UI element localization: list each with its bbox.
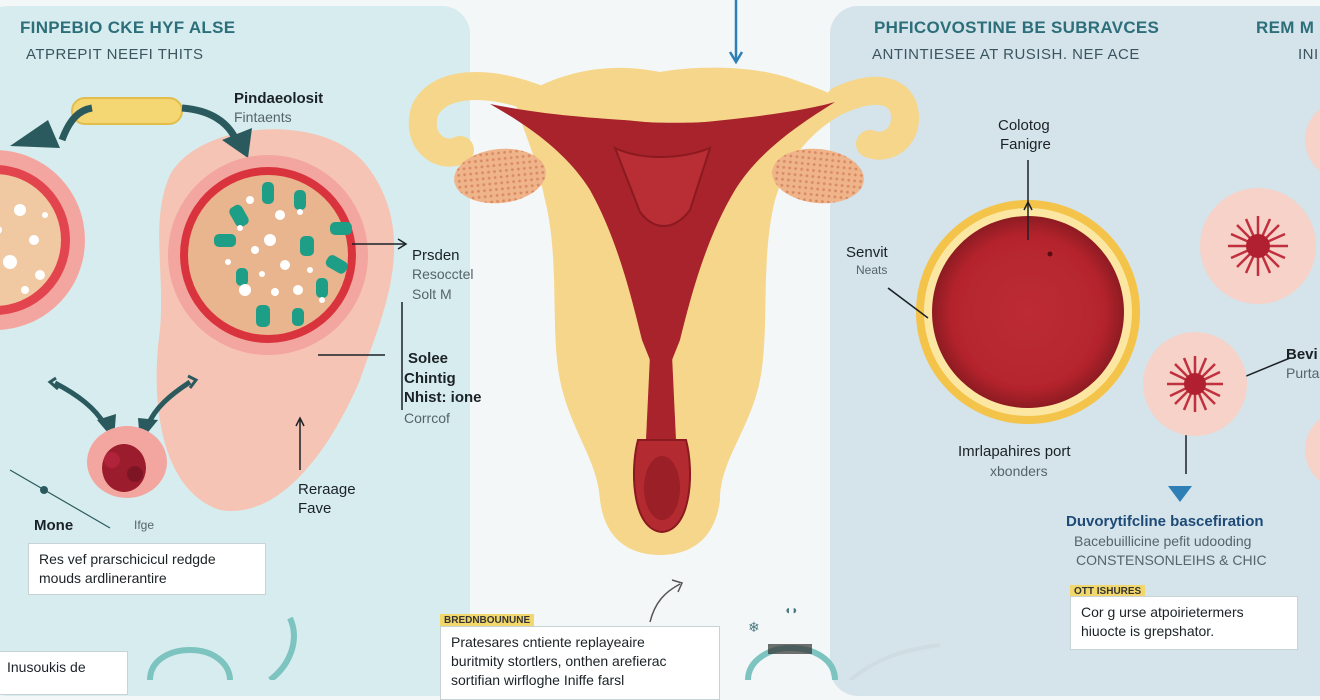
left-note-box: Res vef prarschicicul redgde mouds ardli…: [28, 543, 266, 595]
label-fintaents: Fintaents: [234, 109, 292, 125]
label-solee: Solee: [408, 350, 449, 367]
label-solt-m: Solt M: [412, 286, 452, 302]
curved-arrow-icon-2: [181, 104, 240, 142]
cell-partial-1: [1305, 108, 1320, 172]
label-ifge: Ifge: [134, 518, 155, 532]
label-corrcof: Corrcof: [404, 410, 450, 426]
label-reraage: Reraage: [298, 481, 356, 498]
label-pindaeolosit: Pindaeolosit: [234, 90, 324, 107]
right-note-box: Cor g urse atpoirietermers hiuocte is gr…: [1070, 596, 1298, 650]
right-desc-line-2: CONSTENSONLEIHS & CHIC: [1076, 552, 1267, 568]
svg-text:◖◗: ◖◗: [784, 603, 799, 617]
down-triangle-icon: [1168, 486, 1192, 502]
center-tag: BREDNBOUNUNE: [440, 614, 535, 627]
label-fanigre: Fanigre: [1000, 136, 1051, 153]
label-neats: Neats: [856, 263, 888, 277]
curved-arrow-icon: [58, 104, 93, 142]
right-desc-line-1: Bacebuillicine pefit udooding: [1074, 533, 1252, 549]
left-note-line-2: mouds ardlinerantire: [39, 570, 167, 586]
right-note-line-1: Cor g urse atpoirietermers: [1081, 604, 1244, 620]
uterus-diagram: [408, 67, 920, 556]
right-panel-subtitle: ANTINTIESEE AT RUSISH. NEF ACE: [872, 46, 1140, 63]
bottom-left-box: Inusoukis de: [0, 651, 128, 695]
label-colotog: Colotog: [998, 117, 1050, 134]
center-note-line-1: Pratesares cntiente replayeaire: [451, 634, 645, 650]
bottom-left-text: Inusoukis de: [7, 659, 86, 675]
follicle-left: [0, 150, 85, 330]
label-xbonders: xbonders: [990, 463, 1048, 479]
label-prsden: Prsden: [412, 247, 460, 264]
top-arrow-icon: [728, 0, 744, 65]
cell-small-1: [1200, 188, 1316, 304]
right-desc-title: Duvorytifcline bascefiration: [1066, 513, 1264, 530]
right-panel-subtitle-2: INI: [1298, 46, 1319, 63]
label-nhist: Nhist: ione: [404, 389, 482, 406]
left-panel-title: FINPEBIO CKE HYF ALSE: [20, 18, 236, 37]
left-panel-subtitle: ATPREPIT NEEFI THITS: [26, 46, 204, 63]
illustration-canvas: ❄ ◖◗: [0, 0, 1320, 680]
center-note-line-2: buritmity stortlers, onthen arefierac: [451, 653, 667, 669]
bottom-left-decor: [147, 616, 297, 680]
label-bevi: Bevi: [1286, 346, 1318, 363]
right-note-line-2: hiuocte is grepshator.: [1081, 623, 1215, 639]
label-fave: Fave: [298, 500, 332, 517]
right-panel-title-2: REM M: [1256, 18, 1315, 37]
right-panel-title: PHFICOVOSTINE BE SUBRAVCES: [874, 18, 1160, 37]
up-arrow-icon: [649, 583, 681, 623]
pointer-lines: [295, 238, 408, 470]
label-purta: Purta: [1286, 365, 1320, 381]
center-note-box: Pratesares cntiente replayeaire buritmit…: [440, 626, 720, 700]
small-organ: [87, 426, 167, 498]
label-chintig: Chintig: [404, 370, 456, 387]
follicle-main: [168, 155, 368, 355]
cell-partial-2: [1305, 418, 1320, 482]
label-mone: Mone: [34, 517, 74, 534]
center-note-line-3: sortifian wirfloghe Iniffe farsl: [451, 672, 625, 688]
svg-text:❄: ❄: [748, 619, 760, 635]
label-imrlapahires: Imrlapahires port: [958, 443, 1071, 460]
label-senvit: Senvit: [846, 244, 888, 261]
curved-arrow-icon-3: [53, 380, 108, 427]
cell-small-2: [1143, 332, 1247, 436]
label-resocctel: Resocctel: [412, 266, 474, 282]
cell-large: [916, 200, 1140, 424]
right-tag: OTT ISHURES: [1070, 585, 1146, 598]
left-note-line-1: Res vef prarschicicul redgde: [39, 551, 216, 567]
